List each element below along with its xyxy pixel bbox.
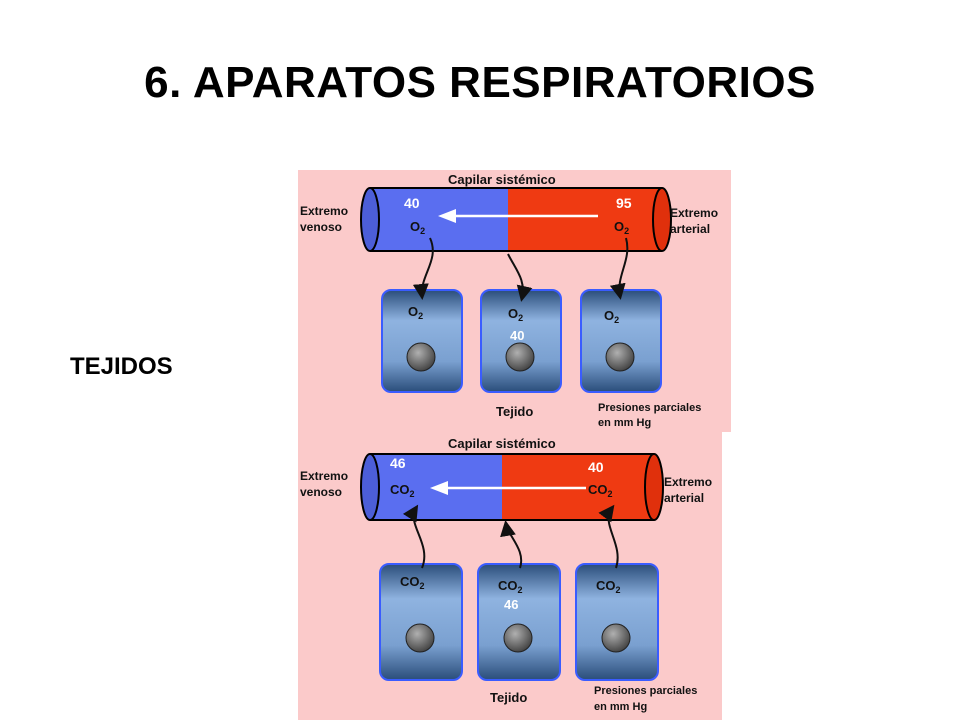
arterial-po2-value: 95 [616, 195, 632, 211]
cell-gas-label: O2 [604, 308, 619, 325]
venous-po2-value: 40 [404, 195, 420, 211]
cell-nucleus [505, 342, 535, 372]
arterial-half [508, 188, 662, 251]
pressure-note-1: Presiones parciales [594, 685, 697, 697]
diffusion-arrow [500, 520, 523, 569]
cell-gas-label: CO2 [596, 578, 621, 595]
diffusion-arrow [609, 237, 629, 300]
tissue-cell [575, 563, 659, 681]
venous-gas-label: CO2 [390, 482, 415, 499]
tissue-label: Tejido [490, 690, 527, 705]
pressure-note-1: Presiones parciales [598, 402, 701, 414]
venous-gas-label: O2 [410, 219, 425, 236]
diffusion-arrow [507, 253, 533, 302]
capillary-tube [360, 187, 672, 252]
arterial-gas-label: O2 [614, 219, 629, 236]
tissue-cell [381, 289, 463, 393]
venous-end-label-1: Extremo [300, 469, 348, 483]
cell-nucleus [601, 623, 631, 653]
o2-diagram-svg: Capilar sistémico Extremo venoso Extremo… [300, 172, 718, 429]
venous-half [370, 188, 508, 251]
venous-end-label-1: Extremo [300, 204, 348, 218]
diffusion-arrow [598, 504, 619, 569]
tissue-cell [379, 563, 463, 681]
arterial-end-label-1: Extremo [670, 206, 718, 220]
tissue-label: Tejido [496, 404, 533, 419]
cell-gas-label: O2 [508, 306, 523, 323]
o2-exchange-diagram: Capilar sistémico Extremo venoso Extremo… [298, 170, 731, 432]
cell-gas-label: O2 [408, 304, 423, 321]
venous-pco2-value: 46 [390, 455, 406, 471]
flow-arrow [430, 481, 586, 495]
arterial-end-label-2: arterial [670, 222, 710, 236]
co2-exchange-diagram: Capilar sistémico Extremo venoso Extremo… [298, 432, 722, 720]
capillary-label: Capilar sistémico [448, 436, 556, 451]
arterial-end-label-2: arterial [664, 491, 704, 505]
flow-arrow [438, 209, 598, 223]
side-label-tejidos: TEJIDOS [70, 353, 173, 380]
cell-gas-label: CO2 [498, 578, 523, 595]
pressure-note-2: en mm Hg [598, 417, 651, 429]
cell-pco2-value: 46 [504, 597, 518, 612]
cell-po2-value: 40 [510, 328, 524, 343]
cell-nucleus [605, 342, 635, 372]
pressure-note-2: en mm Hg [594, 701, 647, 713]
venous-end-label-2: venoso [300, 485, 342, 499]
tissue-cell [477, 563, 561, 681]
cell-nucleus [503, 623, 533, 653]
slide-title: 6. APARATOS RESPIRATORIOS [144, 58, 816, 107]
diffusion-arrow [412, 237, 434, 300]
arterial-gas-label: CO2 [588, 482, 613, 499]
capillary-label: Capilar sistémico [448, 172, 556, 187]
co2-diagram-svg: Capilar sistémico Extremo venoso Extremo… [300, 436, 712, 713]
cell-gas-label: CO2 [400, 574, 425, 591]
venous-end-label-2: venoso [300, 220, 342, 234]
cell-nucleus [405, 623, 435, 653]
tissue-cell [580, 289, 662, 393]
arterial-end-label-1: Extremo [664, 475, 712, 489]
diffusion-arrow [402, 504, 426, 569]
cell-nucleus [406, 342, 436, 372]
arterial-pco2-value: 40 [588, 459, 604, 475]
